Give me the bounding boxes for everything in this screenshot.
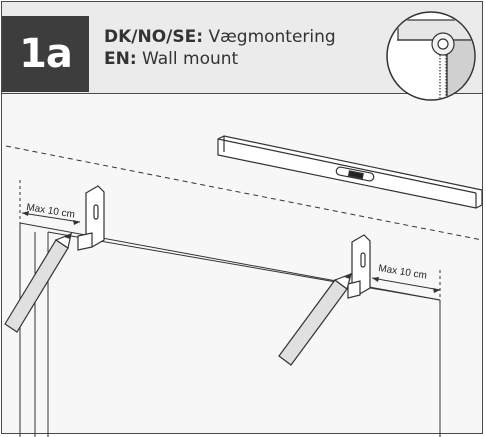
caption-line-nordic: DK/NO/SE: Vægmontering (104, 26, 336, 48)
window-frame (19, 180, 441, 437)
roller-blind-detail-icon (386, 11, 476, 101)
caption-lang-english: EN: (104, 49, 137, 69)
right-dimension-label: Max 10 cm (378, 263, 428, 282)
step-number: 1a (19, 31, 73, 77)
left-dimension: Max 10 cm (21, 202, 81, 225)
pencil-icon (278, 272, 353, 366)
pencil-icon (4, 232, 73, 333)
caption-lang-nordic: DK/NO/SE: (104, 27, 204, 47)
caption-line-english: EN: Wall mount (104, 48, 336, 70)
caption-text-english: Wall mount (142, 49, 239, 69)
step-caption: DK/NO/SE: Vægmontering EN: Wall mount (104, 26, 336, 70)
right-dimension: Max 10 cm (371, 263, 441, 293)
headrail-profile (217, 135, 483, 209)
step-number-badge: 1a (2, 16, 89, 92)
caption-text-nordic: Vægmontering (208, 27, 336, 47)
wall-bracket-icon (347, 234, 371, 299)
wall-bracket-icon (77, 185, 105, 251)
